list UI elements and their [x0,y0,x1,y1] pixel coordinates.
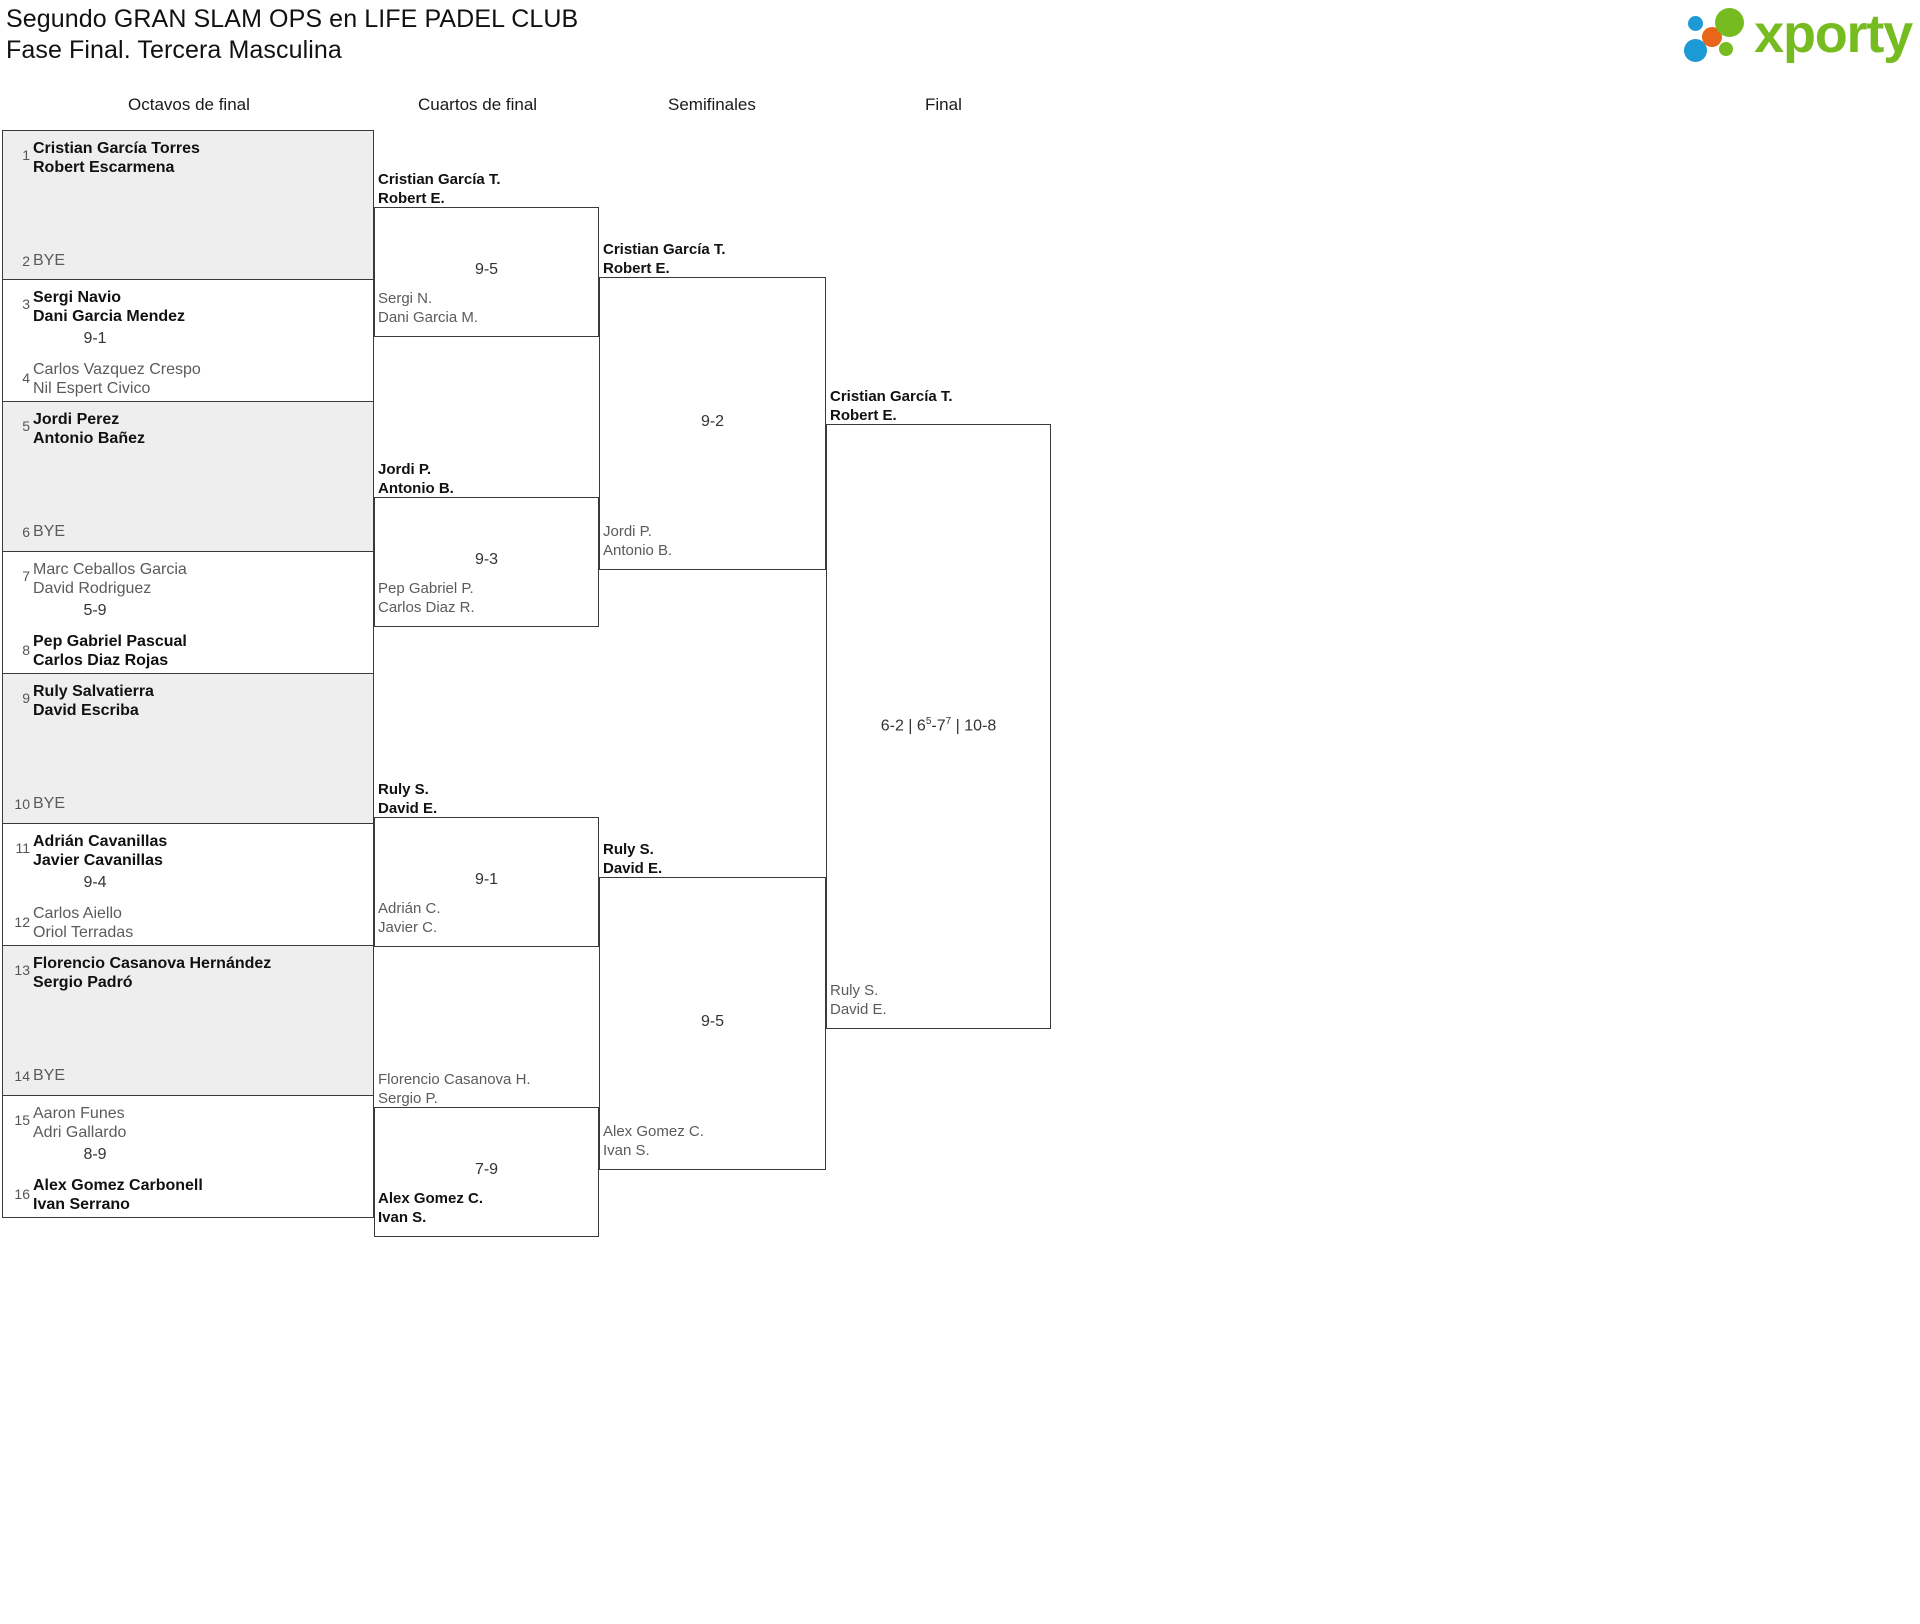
round-header-semifinales: Semifinales [668,95,756,114]
seed-number: 5 [22,418,30,434]
round2-match[interactable] [374,817,599,947]
seed-number: 12 [14,914,30,930]
match-score: 9-5 [474,261,499,278]
seed-number: 16 [14,1186,30,1202]
logo-dot-blue-large [1684,39,1708,62]
seed-number: 4 [22,370,30,386]
round3-match[interactable] [599,277,826,570]
round2-match[interactable] [374,497,599,627]
match-score: 9-4 [83,874,107,891]
logo-dot-orange [1702,27,1723,47]
seed-number: 6 [22,524,30,540]
team-name: Jordi P.Antonio B. [378,461,454,497]
xporty-dots-icon [1684,6,1752,62]
match-score: 9-1 [83,330,107,347]
match-score: 9-1 [474,871,499,888]
bye-label: BYE [33,795,66,812]
team-name: Cristian García T.Robert E. [830,388,953,424]
bye-label: BYE [33,523,66,540]
seed-number: 11 [15,840,30,856]
tournament-title: Segundo GRAN SLAM OPS en LIFE PADEL CLUB [6,5,579,33]
seed-number: 7 [22,568,30,584]
seed-number: 13 [14,962,30,978]
team-name: Florencio Casanova H.Sergio P. [378,1071,531,1107]
logo-dot-blue-small [1688,16,1704,31]
bye-label: BYE [33,1067,66,1084]
round2-match[interactable] [374,207,599,337]
xporty-logo: xporty [1684,4,1913,64]
round-header-octavos: Octavos de final [128,95,250,114]
seed-number: 2 [22,253,30,269]
team-name: Ruly S.David E. [830,982,887,1018]
match-score: 5-9 [83,602,107,619]
page-title: Segundo GRAN SLAM OPS en LIFE PADEL CLUB… [6,4,578,66]
seed-number: 14 [14,1068,30,1084]
match-score: 6-2 | 65-77 | 10-8 [880,715,997,734]
round2-match[interactable] [374,1107,599,1237]
team-name: Jordi P.Antonio B. [603,523,673,559]
team-name: Ruly S.David E. [603,841,663,877]
round4-match[interactable] [826,424,1051,1029]
tournament-subtitle: Fase Final. Tercera Masculina [6,36,342,64]
match-score: 8-9 [83,1146,107,1163]
team-name: Sergi N.Dani Garcia M. [378,290,479,326]
seed-number: 9 [22,690,30,706]
match-score: 9-3 [474,551,499,568]
seed-number: 10 [14,796,30,812]
round-header-final: Final [925,95,962,114]
team-name: Alex Gomez C.Ivan S. [378,1190,484,1226]
match-score: 9-2 [700,412,725,430]
team-name: Cristian García T.Robert E. [378,171,501,207]
team-name: Pep Gabriel P.Carlos Diaz R. [378,580,475,616]
seed-number: 8 [22,642,30,658]
team-name: Alex Gomez C.Ivan S. [603,1123,704,1159]
seed-number: 3 [22,296,30,312]
logo-dot-green-small [1719,42,1734,56]
bye-label: BYE [33,252,66,269]
logo-dot-green-large [1715,8,1745,37]
round3-match[interactable] [599,877,826,1170]
seed-number: 1 [22,147,30,163]
team-name: Cristian García T.Robert E. [603,241,726,277]
logo-wordmark: xporty [1754,4,1913,64]
team-name: Adrián C.Javier C. [378,900,441,936]
match-score: 7-9 [474,1161,499,1178]
round-header-cuartos: Cuartos de final [418,95,538,114]
match-score: 9-5 [700,1012,725,1030]
seed-number: 15 [14,1112,30,1128]
team-name: Ruly S.David E. [378,781,438,817]
